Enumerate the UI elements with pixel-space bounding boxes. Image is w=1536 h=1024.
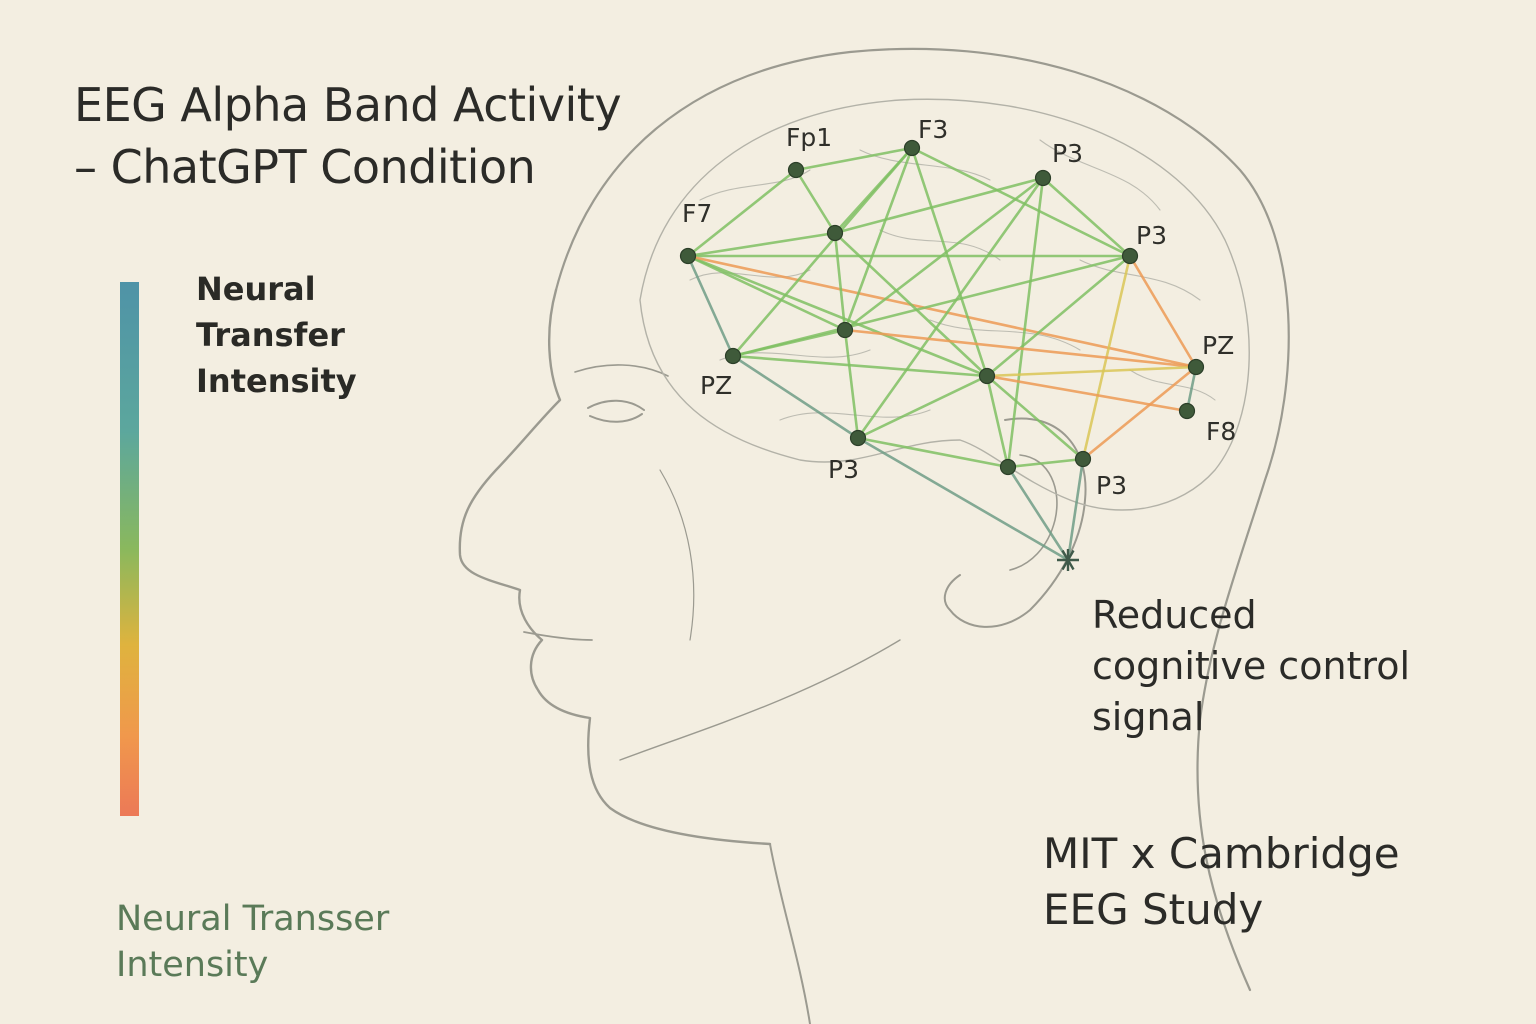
electrode-label-f7: F7 — [682, 199, 712, 228]
electrode-label-pz2: PZ — [1202, 331, 1234, 360]
scale-footer-line: Neural Transser — [116, 896, 389, 942]
annotation-line: Reduced — [1092, 590, 1410, 641]
scale-heading-line: Neural — [196, 266, 357, 312]
study-credit: MIT x Cambridge EEG Study — [1043, 826, 1400, 938]
connection-line — [845, 178, 1043, 330]
connection-line — [845, 330, 858, 438]
eyebrow — [575, 365, 668, 376]
connection-line — [912, 148, 1130, 256]
intensity-color-scale — [120, 282, 139, 816]
electrode-node-f7 — [681, 249, 696, 264]
electrode-node-p3a — [1036, 171, 1051, 186]
scale-footer-line: Intensity — [116, 942, 389, 988]
connection-line — [987, 376, 1083, 459]
connection-line — [858, 376, 987, 438]
electrode-node-m3 — [980, 369, 995, 384]
electrode-node-m2 — [838, 323, 853, 338]
scale-heading-line: Transfer — [196, 312, 357, 358]
electrode-node-pz1 — [726, 349, 741, 364]
annotation-line: cognitive control — [1092, 641, 1410, 692]
connection-line — [796, 170, 835, 233]
eye — [588, 401, 644, 422]
connection-line — [987, 376, 1008, 467]
neck-front — [770, 844, 810, 1024]
electrode-label-fp1: Fp1 — [786, 123, 832, 152]
electrode-label-f3: F3 — [918, 115, 948, 144]
connection-line — [858, 438, 1068, 560]
annotation-text: Reduced cognitive control signal — [1092, 590, 1410, 743]
credit-line: MIT x Cambridge — [1043, 826, 1400, 882]
connection-line — [1008, 459, 1083, 467]
electrode-node-p3c — [851, 431, 866, 446]
electrode-node-f8 — [1180, 404, 1195, 419]
connection-line — [733, 148, 912, 356]
electrode-label-p3c: P3 — [828, 455, 859, 484]
electrode-node-p3d — [1076, 452, 1091, 467]
ear — [945, 418, 1086, 626]
connection-line — [1130, 256, 1196, 367]
connection-line — [1068, 459, 1083, 560]
connection-line — [733, 330, 845, 356]
connection-line — [835, 178, 1043, 233]
electrode-node-m4 — [1001, 460, 1016, 475]
connection-line — [1043, 178, 1130, 256]
electrode-node-pz2 — [1189, 360, 1204, 375]
electrode-node-fp1 — [789, 163, 804, 178]
connection-line — [688, 233, 835, 256]
title-line-2: – ChatGPT Condition — [74, 136, 621, 198]
electrode-label-p3d: P3 — [1096, 471, 1127, 500]
connection-line — [733, 356, 987, 376]
electrode-label-p3a: P3 — [1052, 139, 1083, 168]
electrode-node-p3b — [1123, 249, 1138, 264]
connection-line — [733, 356, 858, 438]
annotation-line: signal — [1092, 692, 1410, 743]
title-line-1: EEG Alpha Band Activity — [74, 74, 621, 136]
electrode-label-p3b: P3 — [1136, 221, 1167, 250]
scale-heading: Neural Transfer Intensity — [196, 266, 357, 404]
page-title: EEG Alpha Band Activity – ChatGPT Condit… — [74, 74, 621, 198]
scale-footer-label: Neural Transser Intensity — [116, 896, 389, 988]
credit-line: EEG Study — [1043, 882, 1400, 938]
electrode-label-f8: F8 — [1206, 417, 1236, 446]
jaw — [620, 640, 900, 760]
asterisk-marker — [1057, 549, 1079, 571]
electrode-node-m1 — [828, 226, 843, 241]
mouth — [524, 632, 592, 640]
scale-heading-line: Intensity — [196, 358, 357, 404]
cheek — [660, 470, 694, 640]
electrode-label-pz1: PZ — [700, 371, 732, 400]
connection-line — [1008, 467, 1068, 560]
